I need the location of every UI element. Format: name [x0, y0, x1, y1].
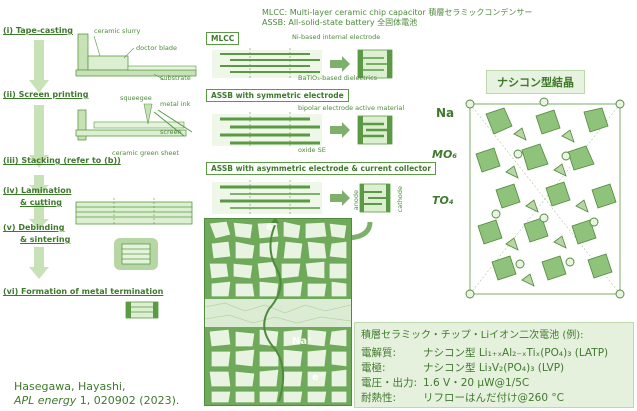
info-key: 電極:: [361, 362, 386, 374]
assb-asym-stack: [212, 180, 391, 216]
step-termination: (vi) Formation of metal termination: [3, 287, 164, 296]
label-oxide-se: oxide SE: [298, 146, 326, 154]
label-ni-electrode: Ni-based internal electrode: [292, 33, 381, 41]
label-anode: anode: [352, 190, 360, 211]
label-cathode: cathode: [396, 186, 404, 213]
info-row-electrolyte: 電解質: ナシコン型 Li₁₊ₓAl₂₋ₓTiₓ(PO₄)₃ (LATP): [361, 345, 631, 360]
step-lamination: (iv) Lamination: [3, 186, 72, 195]
microstructure-panel: [204, 218, 352, 406]
citation: Hasegawa, Hayashi, APL energy 1, 020902 …: [14, 380, 179, 408]
step-cutting: & cutting: [20, 198, 63, 207]
legend: MLCC: Multi-layer ceramic chip capacitor…: [262, 8, 532, 28]
label-electron-top: e⁻: [266, 222, 279, 233]
info-value: ナシコン型 Li₃V₂(PO₄)₃ (LVP): [423, 362, 565, 374]
step-stacking: (iii) Stacking (refer to (b)): [3, 156, 121, 165]
label-screen: screen: [160, 128, 182, 136]
microstructure-image: [205, 219, 351, 404]
info-row-voltage: 電圧・出力: 1.6 V・20 μW@1/5C: [361, 375, 631, 390]
info-row-heat: 耐熱性: リフローはんだ付け@260 °C: [361, 390, 631, 405]
step-sintering: & sintering: [20, 235, 71, 244]
citation-authors: Hasegawa, Hayashi,: [14, 380, 126, 393]
assb-sym-header: ASSB with symmetric electrode: [206, 89, 349, 102]
screen-printing-illustration: [75, 103, 193, 141]
legend-assb: ASSB: All-solid-state battery 全固体電池: [262, 18, 418, 27]
sintered-chip-illustration: [114, 238, 158, 270]
nasicon-crystal-structure: [465, 97, 625, 299]
citation-volume: 1, 020902 (2023).: [76, 394, 180, 407]
label-na: Na: [436, 106, 455, 120]
label-squeegee: squeegee: [120, 94, 152, 102]
info-key: 耐熱性:: [361, 392, 397, 404]
label-substrate: substrate: [160, 74, 191, 82]
citation-journal: APL energy: [14, 394, 77, 407]
label-mo6: MO₆: [432, 148, 458, 161]
info-value: ナシコン型 Li₁₊ₓAl₂₋ₓTiₓ(PO₄)₃ (LATP): [423, 347, 609, 359]
mlcc-stack: [212, 48, 393, 80]
legend-mlcc: MLCC: Multi-layer ceramic chip capacitor…: [262, 8, 533, 17]
assb-asym-header: ASSB with asymmetric electrode & current…: [206, 162, 437, 175]
battery-info-box: 積層セラミック・チップ・Liイオン二次電池 (例): 電解質: ナシコン型 Li₁…: [354, 322, 634, 408]
info-value: リフローはんだ付け@260 °C: [423, 392, 564, 404]
nasicon-title: ナシコン型結晶: [486, 70, 585, 94]
info-key: 電圧・出力:: [361, 377, 418, 389]
flow-arrow-column: [29, 40, 49, 279]
step-tape-casting: (i) Tape-casting: [3, 26, 74, 35]
terminated-chip-illustration: [125, 301, 159, 319]
citation-source: APL energy 1, 020902 (2023).: [14, 394, 179, 408]
step-screen-printing: (ii) Screen printing: [3, 90, 89, 99]
label-doctor-blade: doctor blade: [136, 44, 177, 52]
label-ceramic-green-sheet: ceramic green sheet: [112, 149, 179, 157]
step-debinding: (v) Debinding: [3, 223, 65, 232]
label-ceramic-slurry: ceramic slurry: [94, 27, 141, 35]
label-electron-bottom: e⁻: [312, 372, 325, 383]
lamination-illustration: [75, 198, 193, 225]
assb-sym-stack: [212, 112, 393, 148]
label-metal-ink: metal ink: [160, 100, 191, 108]
info-row-electrode: 電極: ナシコン型 Li₃V₂(PO₄)₃ (LVP): [361, 360, 631, 375]
mlcc-header: MLCC: [206, 32, 240, 45]
info-value: 1.6 V・20 μW@1/5C: [423, 377, 530, 389]
tape-casting-illustration: [75, 33, 197, 81]
label-to4: TO₄: [432, 194, 454, 207]
label-bipolar: bipolar electrode active material: [298, 104, 405, 112]
info-title: 積層セラミック・チップ・Liイオン二次電池 (例):: [361, 330, 584, 341]
label-batio3: BaTiO₃-based dielectrics: [298, 74, 378, 82]
info-key: 電解質:: [361, 347, 397, 359]
label-na-ion: Na⁺: [292, 336, 313, 347]
